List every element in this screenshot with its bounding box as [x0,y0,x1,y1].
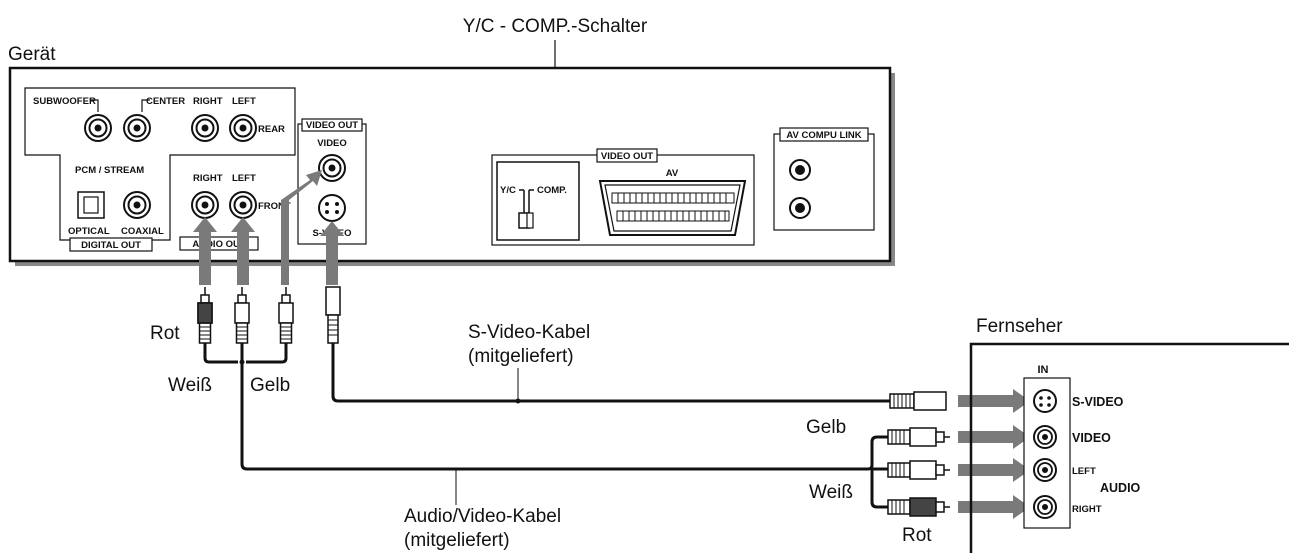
front-left-label: LEFT [232,173,256,184]
av-cable-label-1: Audio/Video-Kabel [404,506,561,527]
tv-audio-label: AUDIO [1100,481,1141,495]
coaxial-jack-icon [123,191,151,219]
rear-left-jack-icon [229,114,257,142]
yellow-plug-icon [278,286,294,344]
rear-label: REAR [258,124,285,135]
tv-red-plug-icon [887,497,951,517]
av-compu-link-label: AV COMPU LINK [786,130,861,141]
pcm-stream-label: PCM / STREAM [75,165,144,176]
s-video-jack-icon [318,194,346,222]
tv-panel [969,342,1289,553]
s-video-cable-label-2: (mitgeliefert) [468,346,574,367]
s-video-plug-icon [325,286,341,344]
tv-yellow-plug-icon [887,427,951,447]
scart-pins [611,192,735,222]
tv-video-label: VIDEO [1072,431,1111,445]
yellow-label: Gelb [250,375,290,396]
tv-yellow-label: Gelb [806,417,846,438]
tv-video-jack-icon [1033,425,1057,449]
center-jack-icon [123,114,151,142]
tv-label: Fernseher [976,316,1063,337]
rear-right-label: RIGHT [193,96,223,107]
yc-comp-switch-box [496,161,580,241]
scart-connector-icon [598,180,747,236]
front-right-label: RIGHT [193,173,223,184]
cable-wires [203,343,890,509]
front-label: FRONT [258,201,291,212]
subwoofer-label: SUBWOOFER [33,96,96,107]
video-label: VIDEO [317,138,347,149]
tv-s-video-plug-icon [889,391,947,411]
device-connection-arrows [193,170,344,285]
optical-label: OPTICAL [68,226,110,237]
video-jack-icon [318,154,346,182]
tv-s-video-label: S-VIDEO [1072,395,1124,409]
speaker-block [24,87,296,241]
coaxial-label: COAXIAL [121,226,164,237]
tv-red-label: Rot [902,525,932,546]
white-label: Weiß [168,375,212,396]
tv-white-plug-icon [887,460,951,480]
subwoofer-jack-icon [84,114,112,142]
video-out-av-label: VIDEO OUT [601,151,653,162]
digital-out-box [69,237,153,252]
comp-label: COMP. [537,185,567,196]
av-compu-link-section [773,133,875,231]
tv-left-label: LEFT [1072,466,1096,477]
red-label: Rot [150,323,180,344]
rear-left-label: LEFT [232,96,256,107]
rear-right-jack-icon [191,114,219,142]
tv-connection-arrows [958,389,1030,519]
white-plug-icon [234,286,250,344]
video-out-left-label: VIDEO OUT [306,120,358,131]
tv-white-label: Weiß [809,482,853,503]
front-right-jack-icon [191,191,219,219]
tv-left-jack-icon [1033,458,1057,482]
front-left-jack-icon [229,191,257,219]
tv-right-label: RIGHT [1072,504,1102,515]
center-label: CENTER [146,96,185,107]
switch-title: Y/C - COMP.-Schalter [463,16,648,37]
tv-right-jack-icon [1033,495,1057,519]
tv-in-label: IN [1038,364,1049,376]
yc-label: Y/C [500,185,516,196]
av-label: AV [666,168,679,179]
device-label: Gerät [8,44,56,65]
s-video-cable-label-1: S-Video-Kabel [468,322,590,343]
tv-s-video-jack-icon [1033,389,1057,413]
optical-port-icon [77,191,105,219]
audio-out-label: AUDIO OUT [192,239,246,250]
digital-out-label: DIGITAL OUT [81,240,141,251]
av-cable-label-2: (mitgeliefert) [404,530,510,551]
